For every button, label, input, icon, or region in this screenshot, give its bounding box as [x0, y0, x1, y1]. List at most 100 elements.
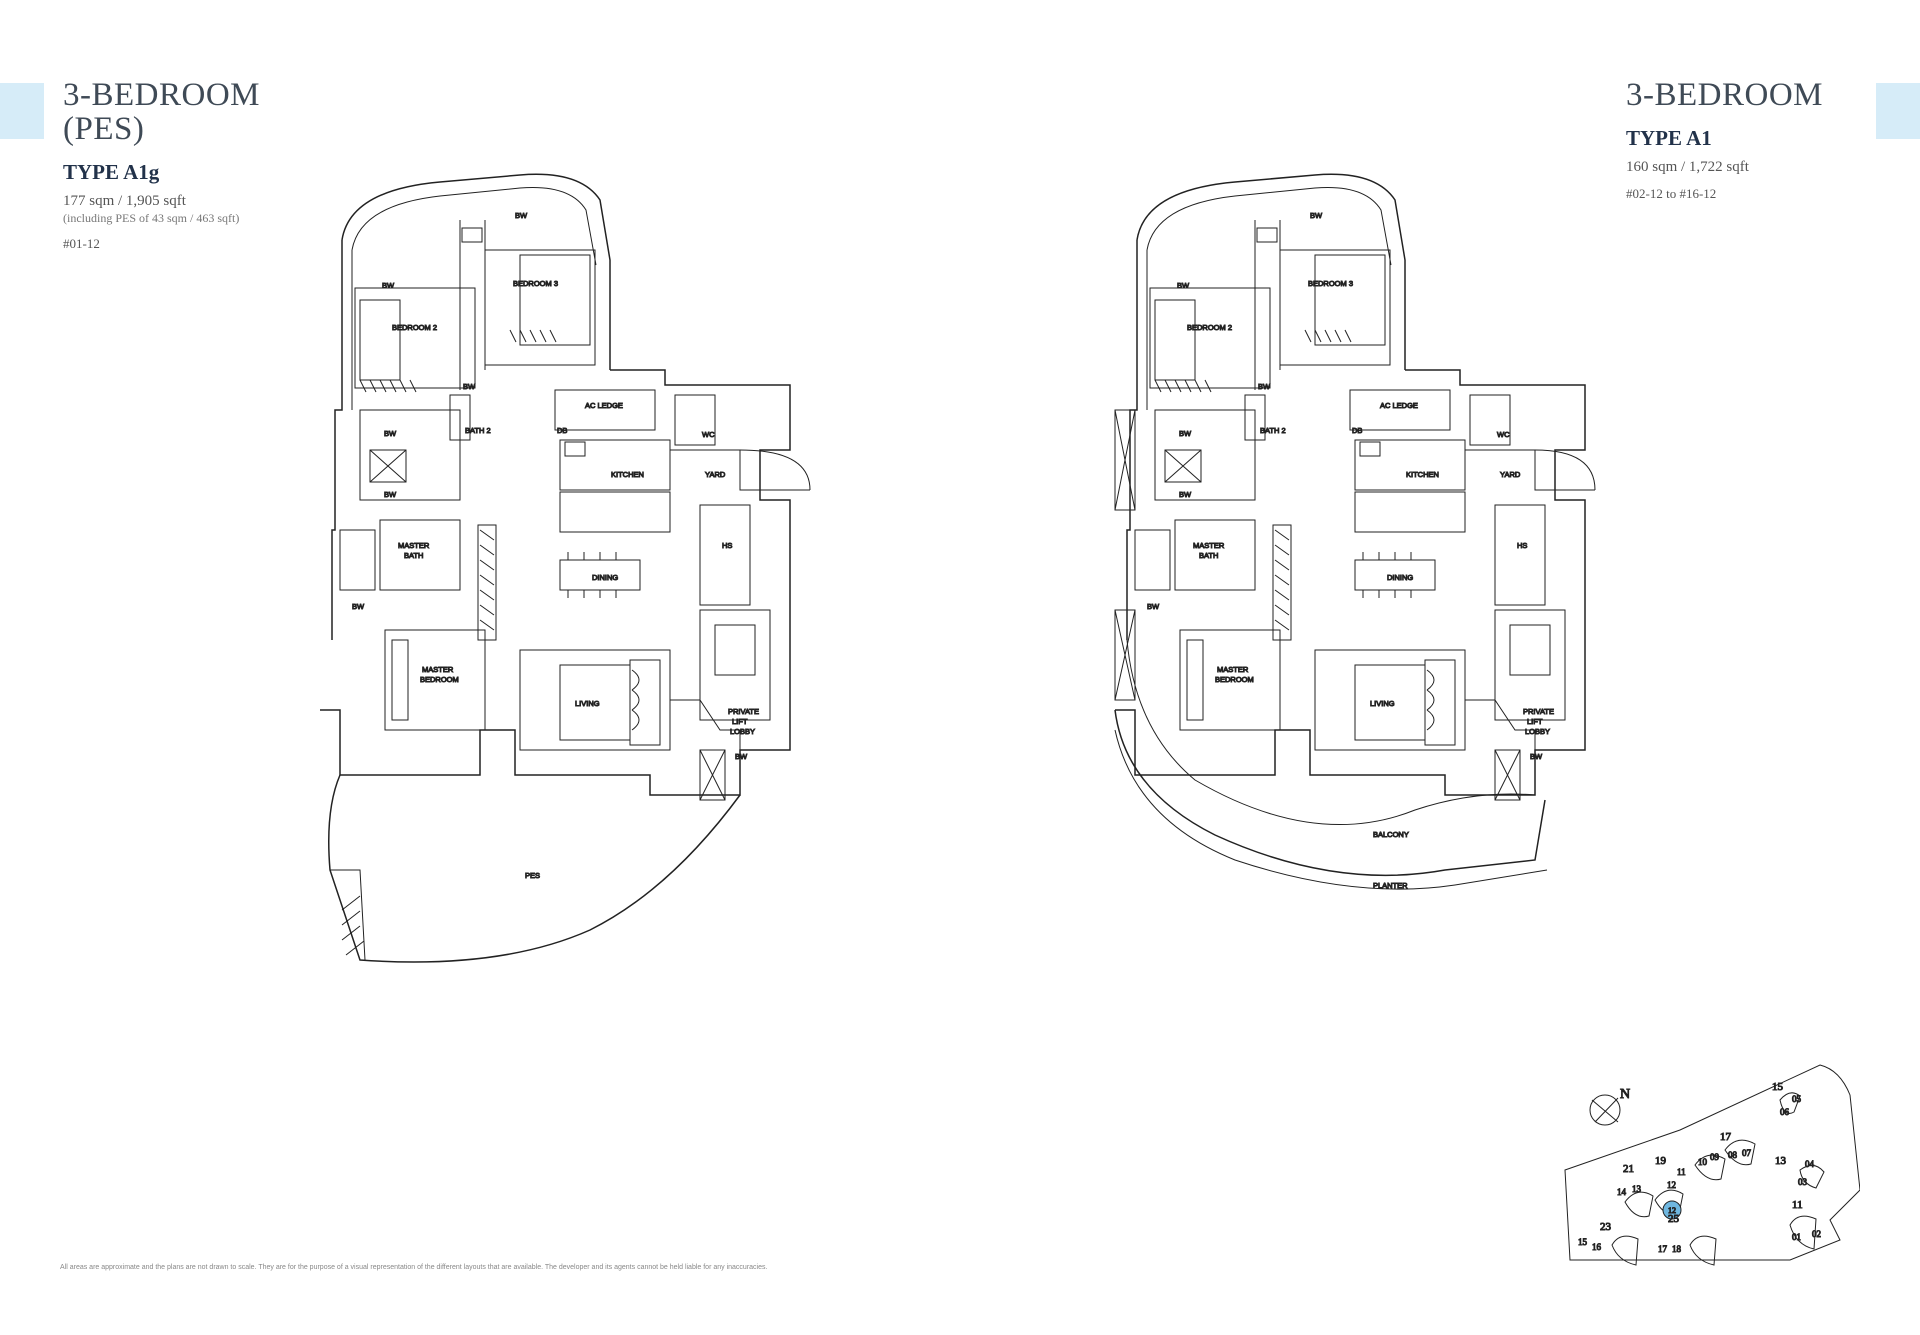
- left-area-note: (including PES of 43 sqm / 463 sqft): [63, 211, 240, 225]
- block-label: 23: [1600, 1221, 1612, 1233]
- room-label-bw: BW: [1310, 211, 1323, 220]
- room-label-bedroom-2: BEDROOM 2: [1187, 323, 1232, 332]
- page-tab-left: [0, 83, 44, 139]
- room-label-hs: HS: [722, 541, 732, 550]
- room-label-dining: DINING: [1387, 573, 1413, 582]
- room-label-bw: BW: [515, 211, 528, 220]
- highlighted-unit-12: [1662, 1200, 1682, 1220]
- room-label-master-bedroom: MASTER: [1217, 665, 1249, 674]
- unit-label: 16: [1592, 1242, 1602, 1252]
- room-label-master-bath: BATH: [1199, 551, 1218, 560]
- block-label: 11: [1792, 1199, 1803, 1211]
- key-plan: N 15 05 06 17 08 07 09 10 13 04 03 19 21…: [1560, 1040, 1861, 1275]
- left-unit-area: 177 sqm / 1,905 sqft: [63, 193, 186, 209]
- room-label-balcony: BALCONY: [1373, 830, 1409, 839]
- block-label: 15: [1772, 1081, 1784, 1093]
- left-header: 3-BEDROOM (PES) TYPE A1g 177 sqm / 1,905…: [63, 78, 260, 252]
- unit-label: 08: [1728, 1150, 1738, 1160]
- unit-label: 10: [1698, 1157, 1708, 1167]
- room-label-bw: BW: [735, 752, 748, 761]
- room-label-dining: DINING: [592, 573, 618, 582]
- room-label-bw: BW: [1177, 281, 1190, 290]
- right-unit-type: TYPE A1: [1626, 126, 1712, 150]
- room-label-wc: WC: [702, 430, 715, 439]
- room-label-bw: BW: [1530, 752, 1543, 761]
- room-label-pes: PES: [525, 871, 540, 880]
- room-label-bath-2: BATH 2: [1260, 426, 1286, 435]
- room-label-bw: BW: [1147, 602, 1160, 611]
- room-label-private-lift-lobby: PRIVATE: [1523, 707, 1554, 716]
- room-label-private-lift-lobby: LOBBY: [730, 727, 755, 736]
- left-unit-numbers: #01-12: [63, 236, 100, 251]
- room-label-ac-ledge: AC LEDGE: [1380, 401, 1418, 410]
- left-title-line2: (PES): [63, 111, 145, 147]
- room-label-private-lift-lobby: LIFT: [1527, 717, 1543, 726]
- room-label-bedroom-3: BEDROOM 3: [513, 279, 558, 288]
- room-label-master-bath: MASTER: [1193, 541, 1225, 550]
- unit-label: 15: [1578, 1237, 1588, 1247]
- room-label-kitchen: KITCHEN: [611, 470, 644, 479]
- room-label-bw: BW: [352, 602, 365, 611]
- unit-label: 01: [1792, 1232, 1801, 1242]
- room-label-wc: WC: [1497, 430, 1510, 439]
- room-label-bedroom-2: BEDROOM 2: [392, 323, 437, 332]
- unit-label: 06: [1780, 1107, 1790, 1117]
- room-label-bw: BW: [384, 429, 397, 438]
- unit-label: 07: [1742, 1148, 1752, 1158]
- unit-label: 18: [1672, 1244, 1682, 1254]
- right-unit-numbers: #02-12 to #16-12: [1626, 186, 1717, 201]
- room-label-bw: BW: [384, 490, 397, 499]
- disclaimer: All areas are approximate and the plans …: [60, 1264, 768, 1271]
- unit-label: 13: [1632, 1184, 1642, 1194]
- page-tab-right: [1876, 83, 1920, 139]
- room-label-master-bedroom: BEDROOM: [1215, 675, 1254, 684]
- room-label-bw: BW: [382, 281, 395, 290]
- room-label-bw: BW: [463, 382, 476, 391]
- block-label: 13: [1775, 1155, 1787, 1167]
- room-label-master-bedroom: MASTER: [422, 665, 454, 674]
- unit-label: 05: [1792, 1094, 1802, 1104]
- north-arrow-icon: [1589, 1094, 1621, 1126]
- unit-label: 17: [1658, 1244, 1668, 1254]
- room-label-master-bedroom: BEDROOM: [420, 675, 459, 684]
- right-title: 3-BEDROOM: [1626, 77, 1824, 113]
- unit-label: 04: [1805, 1159, 1815, 1169]
- room-label-living: LIVING: [575, 699, 600, 708]
- room-label-bath-2: BATH 2: [465, 426, 491, 435]
- unit-label: 11: [1677, 1167, 1686, 1177]
- north-label: N: [1620, 1087, 1630, 1102]
- unit-label: 02: [1812, 1229, 1821, 1239]
- room-label-private-lift-lobby: LIFT: [732, 717, 748, 726]
- room-label-yard: YARD: [705, 470, 726, 479]
- room-label-planter: PLANTER: [1373, 881, 1408, 890]
- room-label-bedroom-3: BEDROOM 3: [1308, 279, 1353, 288]
- unit-label: 03: [1798, 1177, 1808, 1187]
- block-label: 17: [1720, 1131, 1732, 1143]
- room-label-master-bath: MASTER: [398, 541, 430, 550]
- left-title-line1: 3-BEDROOM: [63, 77, 261, 113]
- room-label-hs: HS: [1517, 541, 1527, 550]
- unit-label: 09: [1710, 1152, 1720, 1162]
- room-label-living: LIVING: [1370, 699, 1395, 708]
- right-header: 3-BEDROOM TYPE A1 160 sqm / 1,722 sqft #…: [1626, 78, 1856, 202]
- room-label-private-lift-lobby: PRIVATE: [728, 707, 759, 716]
- room-label-bw: BW: [1258, 382, 1271, 391]
- block-label: 19: [1655, 1155, 1667, 1167]
- left-floor-plan: BW BW BEDROOM 2 BEDROOM 3 BW BW BATH 2 B…: [320, 170, 840, 1015]
- block-label: 25: [1668, 1213, 1680, 1225]
- right-floor-plan: BW BW BEDROOM 2 BEDROOM 3 BW BW BATH 2 B…: [1114, 170, 1596, 935]
- unit-label: 14: [1617, 1187, 1627, 1197]
- highlighted-unit-label: 12: [1668, 1206, 1676, 1215]
- room-label-bw: BW: [1179, 429, 1192, 438]
- room-label-kitchen: KITCHEN: [1406, 470, 1439, 479]
- room-label-private-lift-lobby: LOBBY: [1525, 727, 1550, 736]
- unit-label: 12: [1667, 1180, 1676, 1190]
- right-unit-area: 160 sqm / 1,722 sqft: [1626, 159, 1749, 175]
- room-label-ac-ledge: AC LEDGE: [585, 401, 623, 410]
- room-label-db: DB: [557, 426, 567, 435]
- room-label-db: DB: [1352, 426, 1362, 435]
- room-label-bw: BW: [1179, 490, 1192, 499]
- room-label-master-bath: BATH: [404, 551, 423, 560]
- left-unit-type: TYPE A1g: [63, 160, 160, 184]
- block-label: 21: [1623, 1163, 1634, 1175]
